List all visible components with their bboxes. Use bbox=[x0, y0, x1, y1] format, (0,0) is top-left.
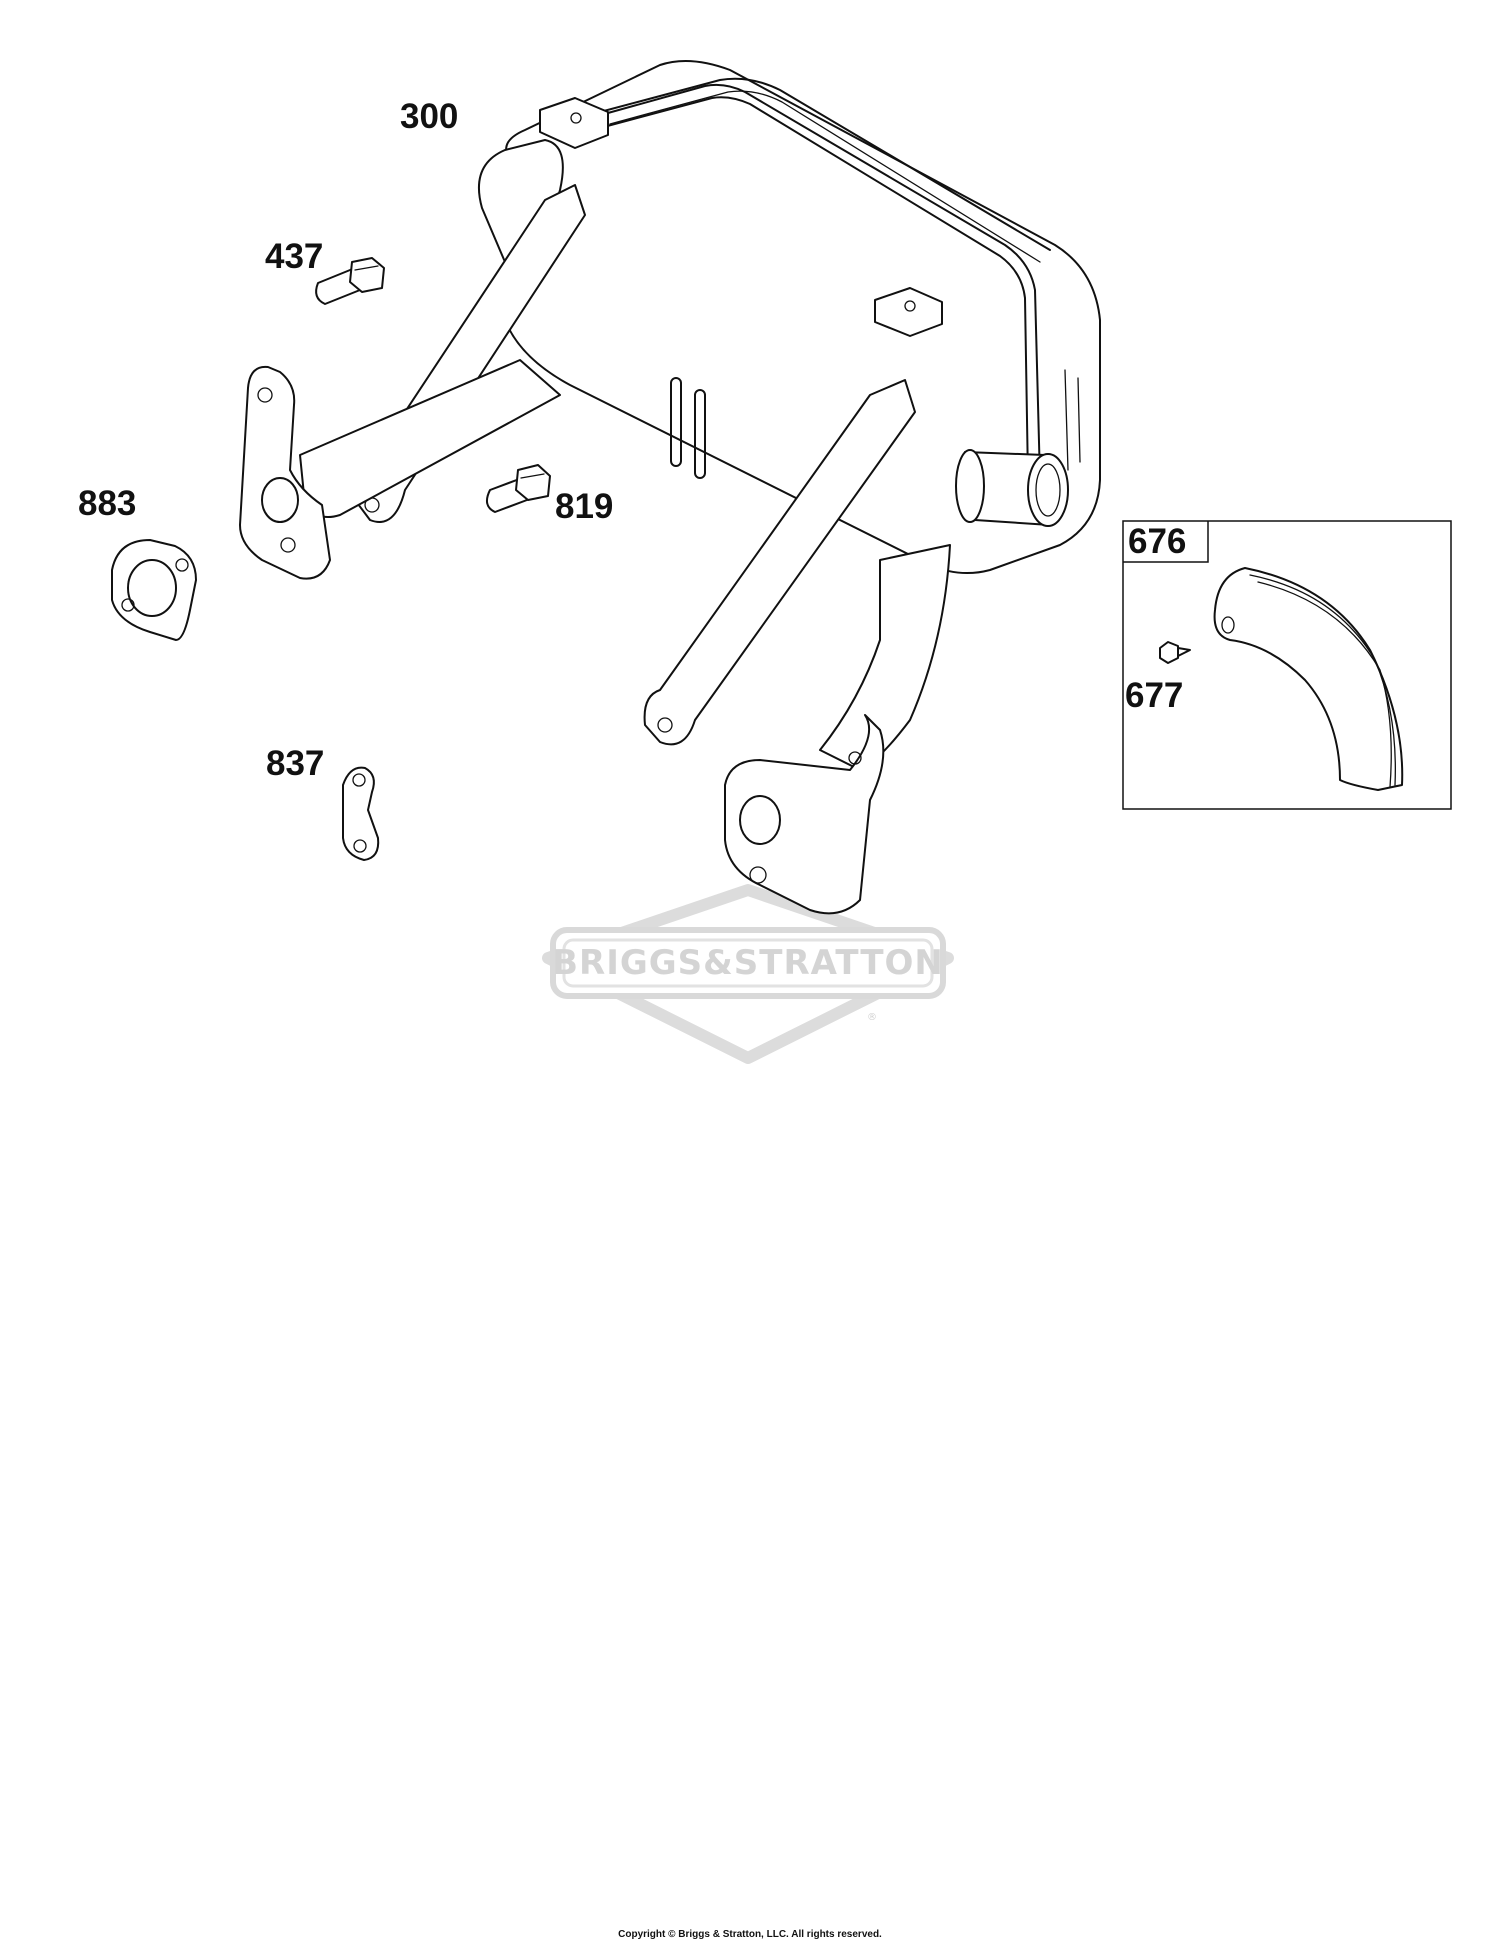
gasket-883-drawing bbox=[111, 539, 197, 641]
copyright-notice: Copyright © Briggs & Stratton, LLC. All … bbox=[618, 1929, 882, 1940]
screw-677-drawing bbox=[1159, 641, 1191, 664]
watermark-registered-mark: ® bbox=[867, 1012, 877, 1023]
watermark-brand-text: BRIGGS&STRATTON bbox=[552, 943, 944, 983]
bolt-437-drawing bbox=[315, 257, 385, 305]
muffler-assembly-drawing bbox=[239, 60, 1101, 915]
briggs-stratton-watermark-logo: BRIGGS&STRATTON ® bbox=[542, 884, 954, 1064]
bolt-819-drawing bbox=[485, 464, 551, 513]
callout-677: 677 bbox=[1125, 676, 1183, 715]
spark-arrester-676-drawing bbox=[1213, 567, 1404, 791]
callout-437: 437 bbox=[265, 237, 323, 276]
callout-883: 883 bbox=[78, 484, 136, 523]
callout-837: 837 bbox=[266, 744, 324, 783]
callout-676: 676 bbox=[1128, 522, 1186, 561]
callout-300: 300 bbox=[400, 97, 458, 136]
callout-819: 819 bbox=[555, 487, 613, 526]
kit-676-frame bbox=[1122, 520, 1452, 810]
lock-plate-837-drawing bbox=[342, 766, 380, 861]
